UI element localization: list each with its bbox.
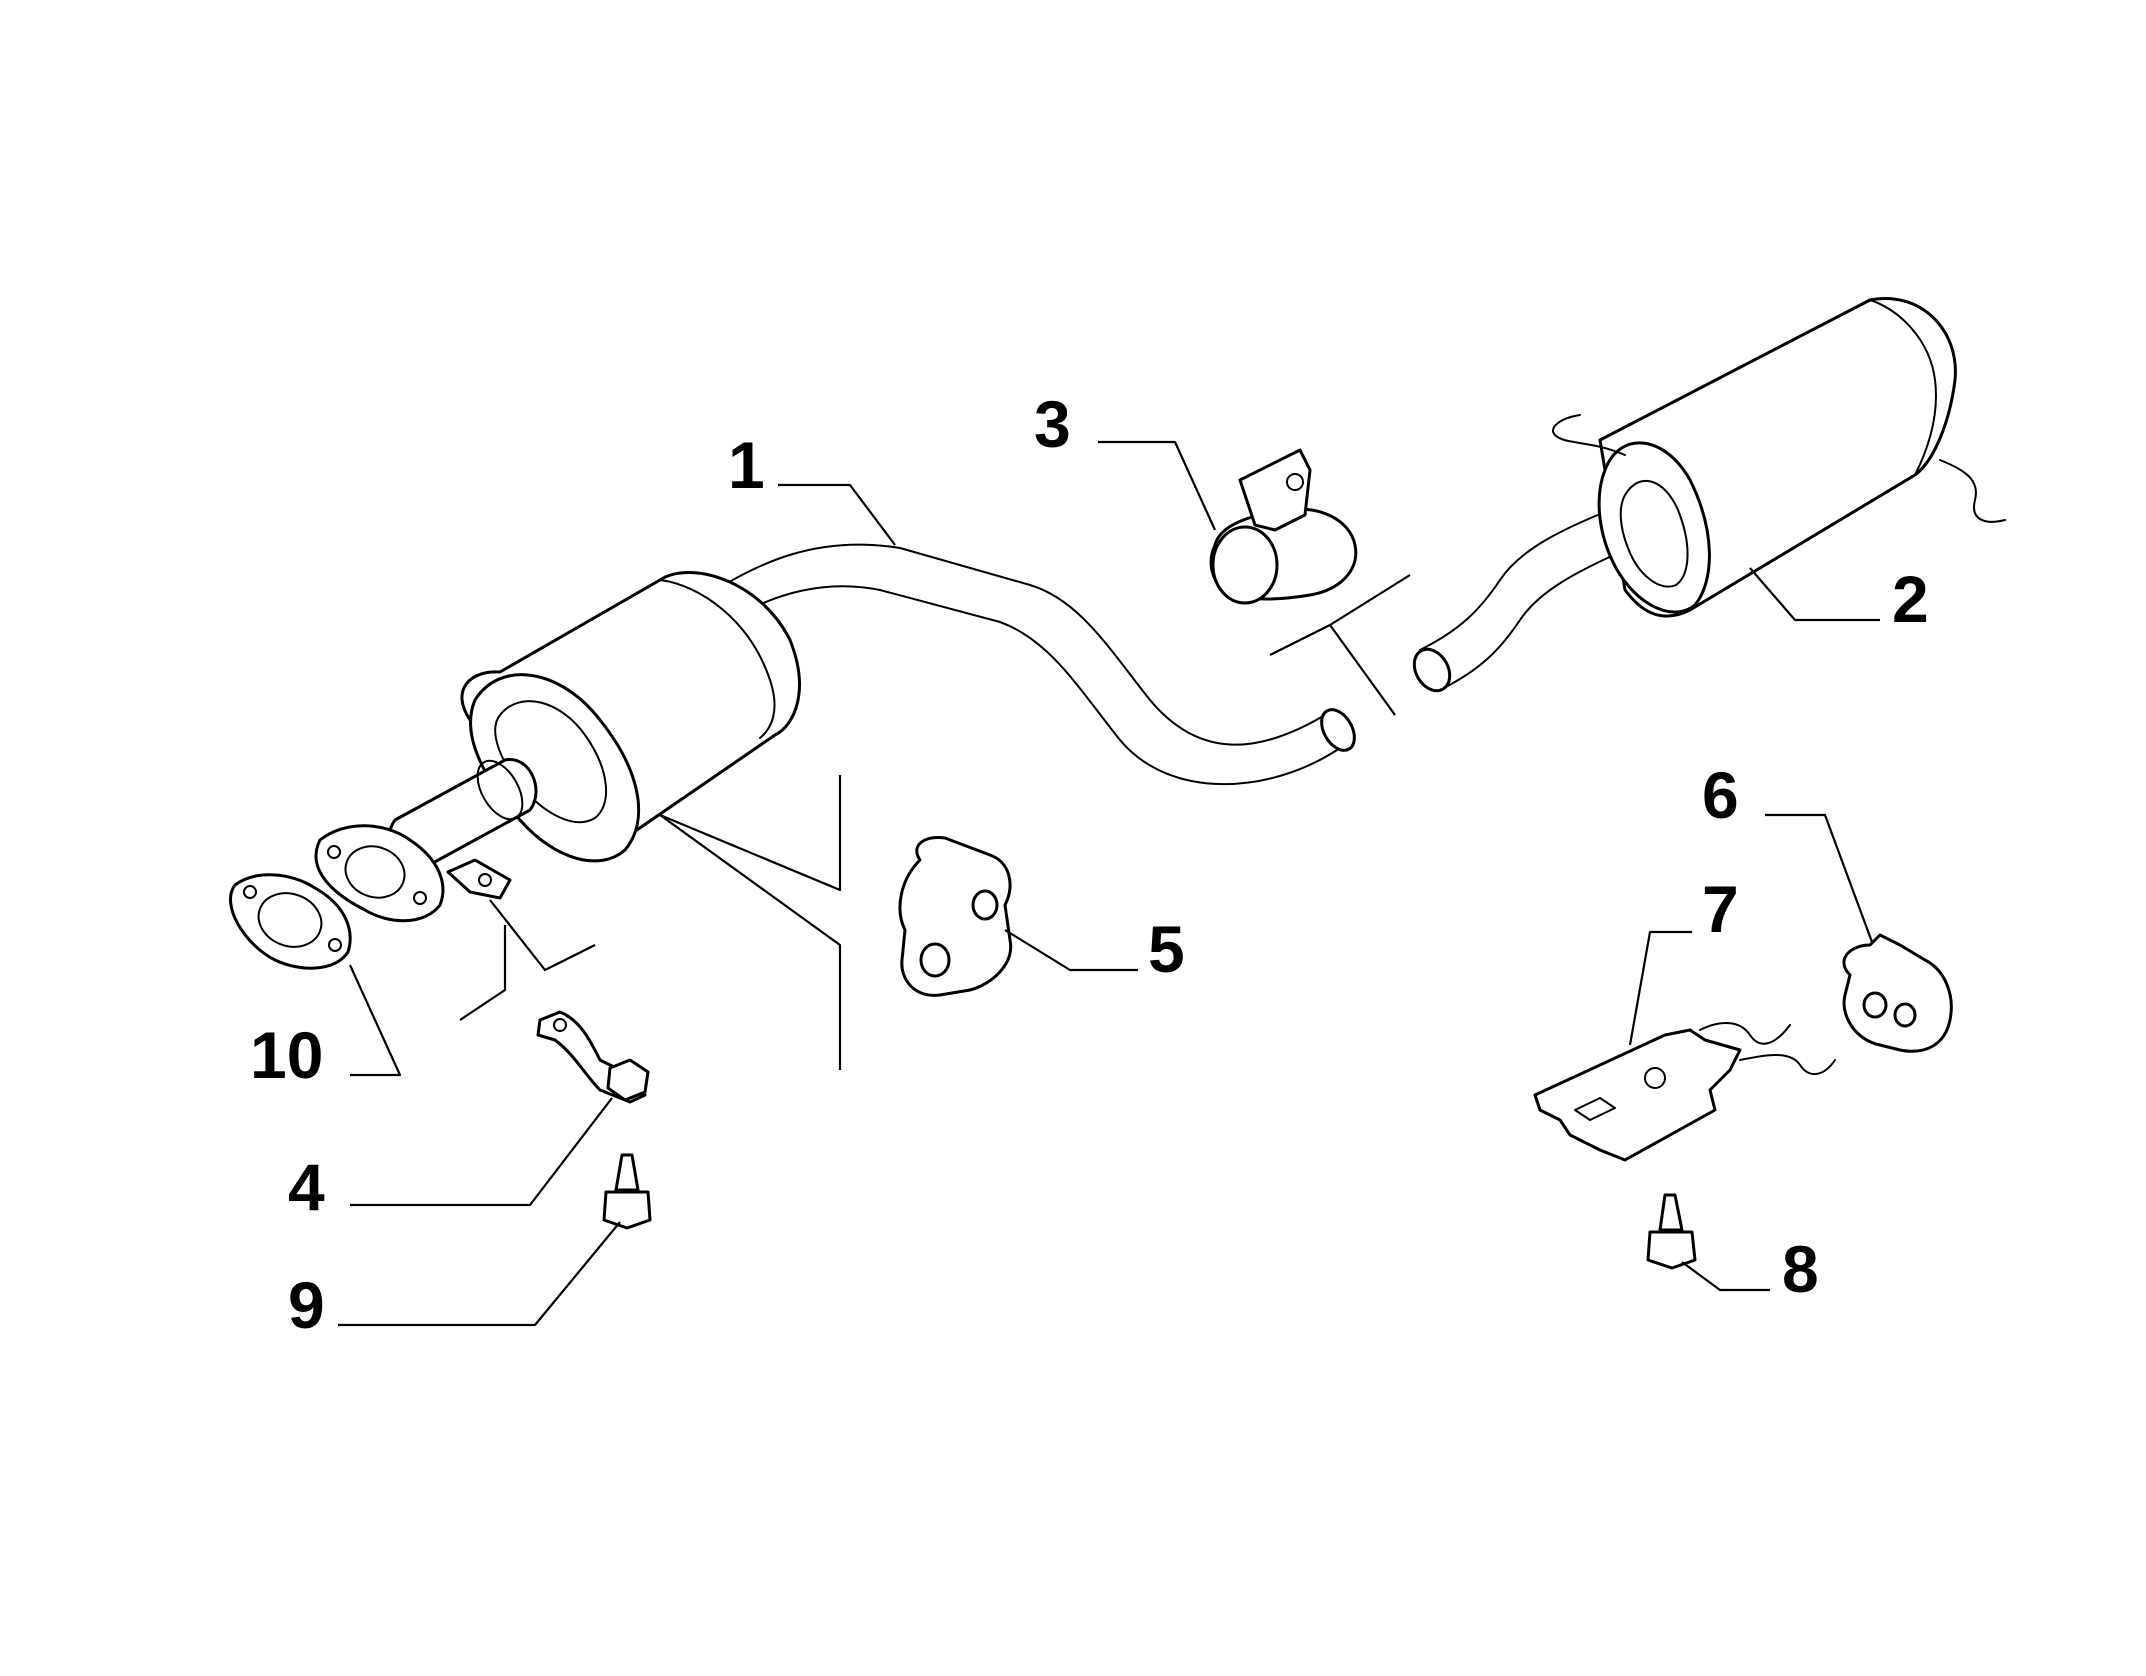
assembly-reference-lines	[459, 574, 1411, 1070]
callout-1: 1	[728, 428, 765, 502]
part-1-pipe-end	[1320, 708, 1356, 752]
leader-7	[1628, 930, 1692, 1046]
part-8-screw-head	[1646, 1230, 1697, 1270]
part-1-pipe-lower-edge	[729, 585, 1341, 786]
part-6-hole-1	[1862, 991, 1888, 1019]
part-2-rear-silencer[interactable]	[1407, 297, 2006, 697]
part-5-rubber-hanger[interactable]	[898, 835, 1013, 997]
part-6-rubber-mount[interactable]	[1842, 933, 1953, 1053]
part-2-pipe-end	[1412, 647, 1452, 693]
part-10-gasket-bore	[257, 892, 323, 948]
leader-1	[778, 483, 896, 546]
part-7-plate	[1533, 1028, 1742, 1162]
callout-6: 6	[1702, 758, 1739, 832]
part-6-hole-2	[1893, 1002, 1917, 1028]
part-7-hanger-rod-1	[1699, 1022, 1791, 1045]
part-9-screw-thread	[614, 1153, 640, 1192]
callout-2: 2	[1892, 562, 1929, 636]
part-2-silencer-rim	[1869, 299, 1937, 476]
callout-leaders	[338, 440, 1880, 1327]
part-3-clamp-bore	[1211, 525, 1279, 605]
part-7-support-plate[interactable]	[1533, 1022, 1836, 1162]
part-1-silencer-rim	[659, 579, 776, 739]
part-9-screw-head	[602, 1190, 652, 1230]
part-1-hanger-tab-hole	[478, 873, 492, 887]
ref-line-coupling	[1269, 574, 1411, 716]
part-4-bracket[interactable]	[536, 1010, 650, 1104]
part-2-pipe-lower-edge	[1439, 549, 1626, 691]
callout-7: 7	[1702, 872, 1739, 946]
part-7-hanger-rod-2	[1739, 1054, 1836, 1075]
part-10-gasket-body	[229, 873, 352, 970]
ref-line-silencer-hangers	[659, 775, 842, 1070]
leader-5	[1004, 929, 1138, 972]
part-3-clamp-bolt-hole	[1286, 473, 1304, 491]
part-1-pipe-upper-edge	[699, 543, 1331, 746]
callout-10: 10	[250, 1018, 323, 1092]
part-1-flange-bore	[344, 845, 406, 899]
part-1-front-silencer-assembly[interactable]	[314, 543, 1361, 923]
part-7-plate-hole	[1644, 1067, 1666, 1089]
part-1-flange-bolt-hole-1	[327, 845, 341, 859]
part-1-front-flange	[314, 824, 445, 923]
callout-4: 4	[288, 1150, 325, 1224]
callout-3: 3	[1034, 387, 1071, 461]
part-8-screw[interactable]	[1646, 1193, 1697, 1270]
part-10-gasket-hole-1	[243, 885, 257, 899]
callout-numbers: 1 2 3 4 5 6 7 8 9 10	[250, 387, 1929, 1342]
leader-6	[1765, 813, 1874, 943]
part-5-hole-upper	[971, 889, 999, 921]
part-2-hanger-rear	[1939, 459, 2006, 523]
part-7-plate-slot	[1574, 1097, 1616, 1121]
part-10-gasket-hole-2	[328, 938, 342, 952]
part-4-nut	[606, 1058, 650, 1102]
ref-line-bracket	[459, 899, 596, 1021]
callout-5: 5	[1148, 912, 1185, 986]
part-2-silencer-inner-ring	[1619, 479, 1689, 588]
leader-9	[338, 1221, 621, 1327]
callout-8: 8	[1782, 1232, 1819, 1306]
leader-4	[350, 1097, 613, 1207]
callout-9: 9	[288, 1268, 325, 1342]
part-6-mount-body	[1842, 933, 1953, 1053]
part-3-clamp-bracket	[1238, 448, 1312, 532]
leader-10	[348, 964, 402, 1077]
part-5-hole-lower	[919, 942, 951, 978]
part-9-screw[interactable]	[602, 1153, 652, 1230]
part-2-hanger-front	[1552, 414, 1626, 456]
part-1-flange-bolt-hole-2	[413, 891, 427, 905]
part-8-screw-thread	[1658, 1193, 1684, 1232]
leader-2	[1749, 567, 1880, 622]
part-2-pipe-upper-edge	[1419, 509, 1611, 651]
part-10-gasket[interactable]	[229, 873, 352, 970]
leader-8	[1681, 1261, 1770, 1292]
part-1-inlet-joint	[476, 759, 524, 821]
leader-3	[1098, 440, 1217, 531]
part-2-silencer-end-plate	[1597, 441, 1711, 614]
part-3-clamp[interactable]	[1209, 448, 1358, 605]
part-4-bracket-hole	[553, 1018, 567, 1032]
